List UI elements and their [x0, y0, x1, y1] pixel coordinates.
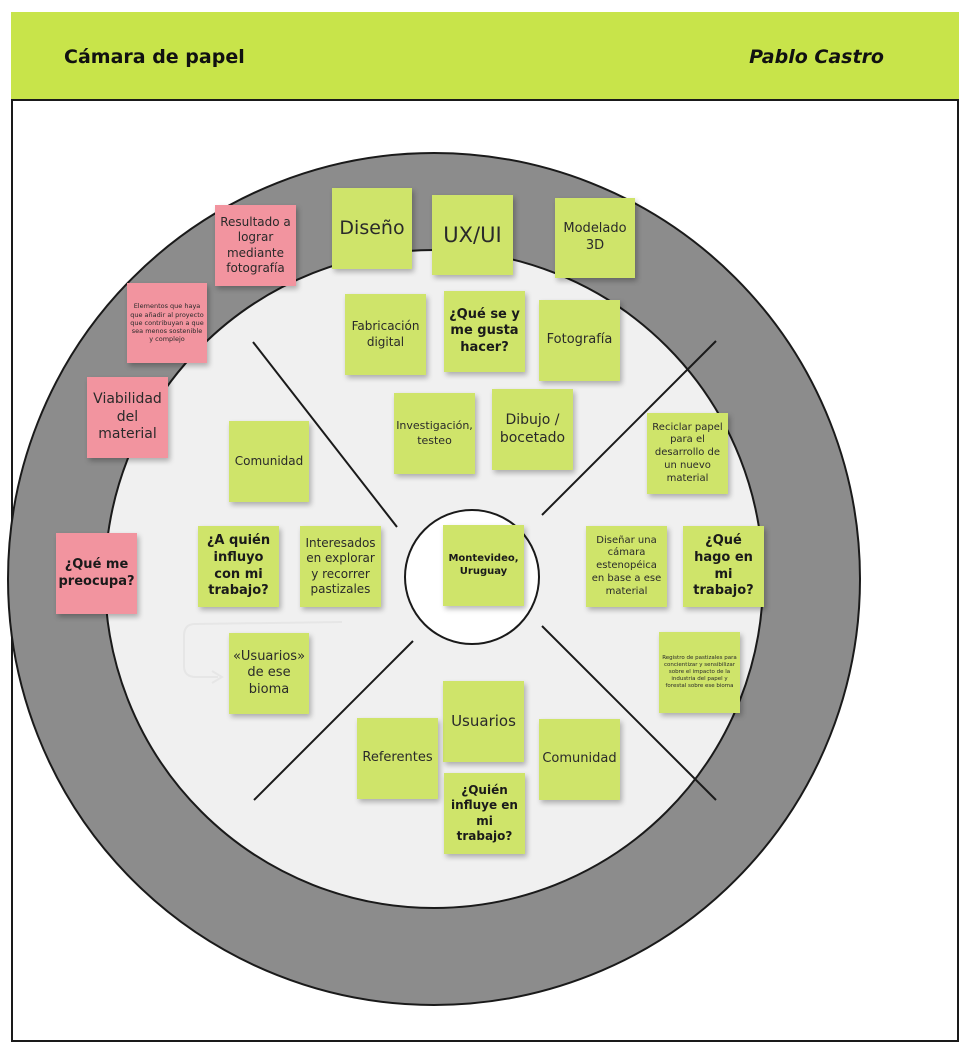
divider-line	[252, 341, 398, 528]
note-a-quien[interactable]: ¿A quién influyo con mi trabajo?	[198, 526, 279, 607]
note-reciclar[interactable]: Reciclar papel para el desarrollo de un …	[647, 413, 728, 494]
note-fabricacion[interactable]: Fabricación digital	[345, 294, 426, 375]
note-registro[interactable]: Registro de pastizales para concientizar…	[659, 632, 740, 713]
author-name: Pablo Castro	[749, 46, 884, 68]
note-que-gusta[interactable]: ¿Qué se y me gusta hacer?	[444, 291, 525, 372]
note-uxui[interactable]: UX/UI	[432, 195, 513, 275]
note-viabilidad[interactable]: Viabilidad del material	[87, 377, 168, 458]
note-usuarios-bioma[interactable]: «Usuarios» de ese bioma	[229, 633, 309, 714]
note-modelado[interactable]: Modelado 3D	[555, 198, 635, 278]
divider-line	[541, 625, 717, 801]
note-disenar-camara[interactable]: Diseñar una cámara estenopéica en base a…	[586, 526, 667, 607]
note-quien-influye[interactable]: ¿Quién influye en mi trabajo?	[444, 773, 525, 854]
note-resultado[interactable]: Resultado a lograr mediante fotografía	[215, 205, 296, 286]
header-bar: Cámara de papel Pablo Castro	[11, 12, 959, 101]
note-comunidad-bottom[interactable]: Comunidad	[539, 719, 620, 800]
board-title: Cámara de papel	[64, 46, 245, 68]
note-elementos[interactable]: Elementos que haya que añadir al proyect…	[127, 283, 207, 363]
note-usuarios[interactable]: Usuarios	[443, 681, 524, 762]
arrow-head	[211, 670, 224, 684]
note-comunidad-left[interactable]: Comunidad	[229, 421, 309, 502]
note-interesados[interactable]: Interesados en explorar y recorrer pasti…	[300, 526, 381, 607]
note-dibujo[interactable]: Dibujo / bocetado	[492, 389, 573, 470]
note-que-preocupa[interactable]: ¿Qué me preocupa?	[56, 533, 137, 614]
connector-arrow	[183, 621, 343, 678]
divider-line	[253, 640, 414, 801]
note-center-location[interactable]: Montevideo, Uruguay	[443, 525, 524, 606]
note-fotografia[interactable]: Fotografía	[539, 300, 620, 381]
note-investigacion[interactable]: Investigación, testeo	[394, 393, 475, 474]
note-referentes[interactable]: Referentes	[357, 718, 438, 799]
note-que-hago[interactable]: ¿Qué hago en mi trabajo?	[683, 526, 764, 607]
note-diseno[interactable]: Diseño	[332, 188, 412, 269]
divider-line	[541, 340, 717, 516]
